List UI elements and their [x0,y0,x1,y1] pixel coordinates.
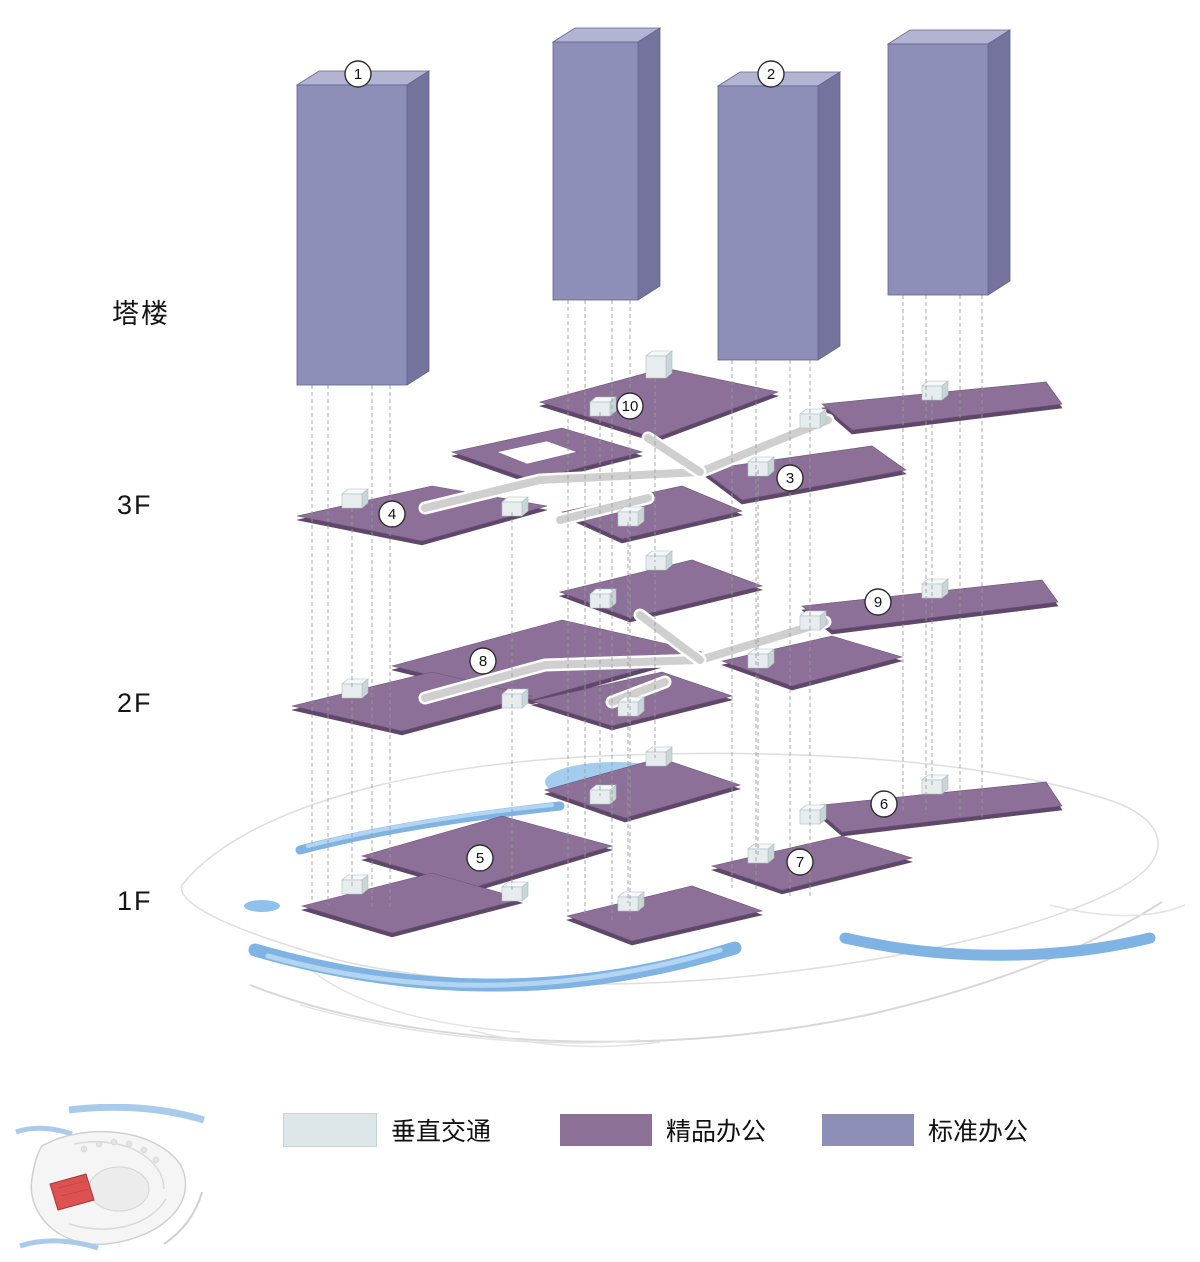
floor-label-1f: 1F [117,886,153,916]
svg-text:6: 6 [880,796,888,813]
marker-5: 5 [466,844,494,872]
legend-swatch-standard-office [822,1114,914,1146]
svg-text:8: 8 [479,653,487,670]
marker-7: 7 [786,848,814,876]
circulation-box [501,881,529,902]
circulation-box [341,678,369,699]
marker-4: 4 [378,500,406,528]
circulation-box [747,843,775,864]
legend-item-standard-office: 标准办公 [822,1112,1028,1148]
tower-b [551,27,662,301]
projection-lines [311,295,983,922]
legend-label: 垂直交通 [391,1118,492,1146]
tower-1 [295,70,431,386]
minimap-site-highlight [49,1173,95,1211]
svg-text:3: 3 [786,470,794,487]
connectors-2f [418,608,832,709]
circulation-box [645,746,673,767]
legend-label: 精品办公 [666,1118,767,1146]
plate-1f-f [565,885,764,942]
circulation-box [501,688,529,709]
floor-label-3f: 3F [117,490,153,520]
svg-text:2: 2 [767,66,775,83]
circulation-box [799,408,827,429]
legend-item-boutique-office: 精品办公 [560,1112,766,1148]
svg-text:1: 1 [354,66,362,83]
tower-d [886,29,1012,296]
floor-label-2f: 2F [117,688,153,718]
marker-2: 2 [757,60,785,88]
circulation-box [589,588,617,609]
marker-6: 6 [870,790,898,818]
marker-1: 1 [344,60,372,88]
circulation-box [747,456,775,477]
site-key-map [15,1104,206,1251]
circulation-box [501,496,529,517]
floor-label-tower: 塔楼 [112,299,170,329]
circulation-box [341,488,369,509]
plate-3f-courtyard [450,427,644,481]
circulation-box [617,506,645,527]
plate-3f-10 [538,367,780,439]
marker-8: 8 [469,647,497,675]
circulation-box [921,774,949,795]
legend-swatch-boutique-office [560,1114,652,1146]
marker-10: 10 [616,392,644,420]
floor-2f-plates [291,550,1059,732]
marker-9: 9 [864,588,892,616]
plate-3f-3 [701,445,907,501]
circulation-box [747,648,775,669]
svg-text:9: 9 [874,594,882,611]
svg-text:4: 4 [388,506,396,523]
legend-label: 标准办公 [928,1118,1029,1146]
circulation-box [921,380,949,401]
circulation-box [799,610,827,631]
legend-swatch-vertical-circulation [283,1113,377,1147]
circulation-box [341,874,369,895]
circulation-box [589,784,617,805]
connectors-3f [418,413,835,527]
svg-text:7: 7 [796,854,804,871]
minimap-trees [80,1138,160,1164]
marker-3: 3 [776,464,804,492]
circulation-box [617,696,645,717]
circulation-box-tall [645,350,673,379]
circulation-box [617,891,645,912]
axonometric-scene: 1 2 10 3 4 9 8 6 5 7 [180,27,1186,1048]
circulation-box [799,804,827,825]
legend-item-vertical-circulation: 垂直交通 [283,1112,491,1148]
svg-text:5: 5 [476,850,484,867]
plate-1f-6 [811,781,1063,833]
tower-2 [716,71,842,361]
circulation-box [921,578,949,599]
plate-3f-b [821,381,1063,431]
plate-2f-f [720,635,904,687]
svg-text:10: 10 [622,398,639,415]
circulation-box [645,550,673,571]
